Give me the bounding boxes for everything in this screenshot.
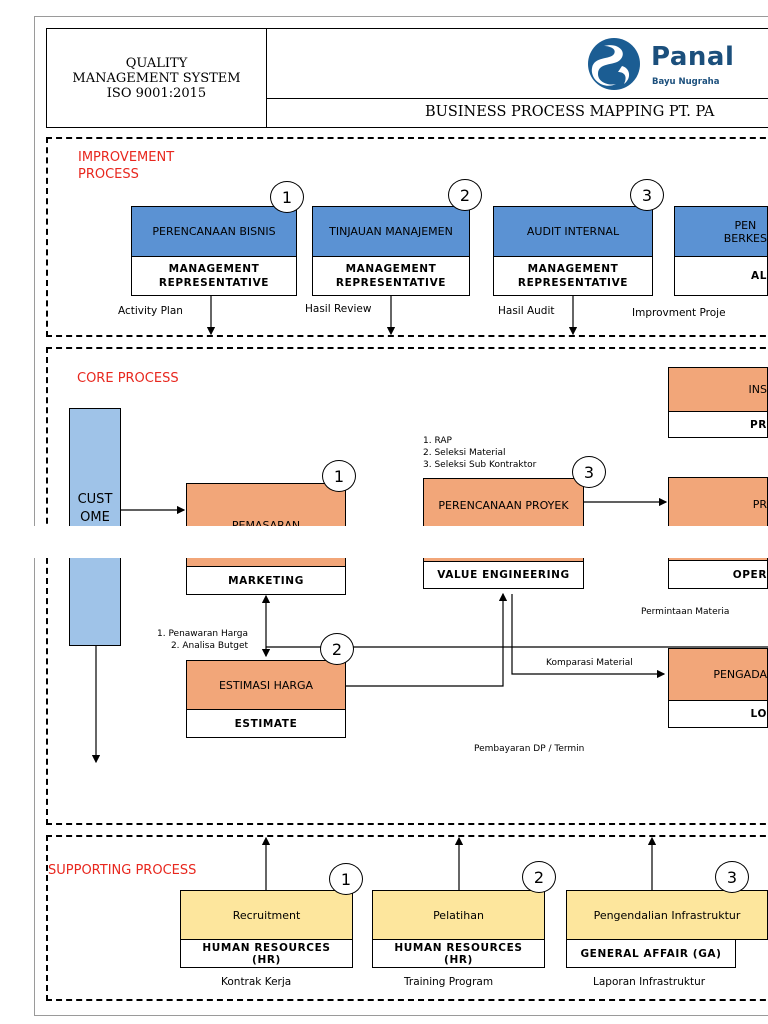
core-label: CORE PROCESS [77,371,179,386]
komparasi-note: Komparasi Material [546,658,633,668]
improvement-process-box: PEN BERKES [674,206,768,257]
core-owner-box: OPER [668,561,768,589]
core-process-box: PENGADA [668,648,768,701]
page-title: BUSINESS PROCESS MAPPING PT. PA [425,104,715,120]
core-owner-box: VALUE ENGINEERING [423,562,584,589]
improvement-owner-box: MANAGEMENT REPRESENTATIVE [131,257,297,296]
improvement-output: Improvment Proje [632,307,726,319]
core-owner-box: ESTIMATE [186,710,346,738]
improvement-owner-box: MANAGEMENT REPRESENTATIVE [312,257,470,296]
qms-label: QUALITY MANAGEMENT SYSTEM ISO 9001:2015 [46,28,267,128]
support-process-box: Pelatihan [372,890,545,940]
step-number-badge: 2 [320,633,354,665]
support-output: Training Program [404,976,494,988]
step-number-badge: 1 [270,181,304,213]
core-process-box: INS [668,367,768,412]
permintaan-note: Permintaan Materia [641,607,730,617]
step-number-badge: 3 [630,179,664,211]
improvement-process-box: PERENCANAAN BISNIS [131,206,297,257]
blank-band [0,526,768,558]
core-owner-box: MARKETING [186,567,346,595]
support-owner-box: HUMAN RESOURCES (HR) [372,940,545,968]
penawaran-list: 1. Penawaran Harga 2. Analisa Butget [157,629,249,651]
step-number-badge: 1 [322,460,356,492]
step-number-badge: 2 [522,861,556,893]
header-divider [266,98,768,99]
core-section [46,347,768,825]
support-process-box: Pengendalian Infrastruktur [566,890,768,940]
step-number-badge: 3 [572,456,606,488]
improvement-output: Hasil Review [305,303,372,315]
core-process-box: ESTIMASI HARGA [186,660,346,710]
brand-name: Panal [651,42,735,72]
support-process-box: Recruitment [180,890,353,940]
improvement-output: Hasil Audit [498,305,555,317]
company-logo-icon [588,38,640,90]
improvement-owner-box: MANAGEMENT REPRESENTATIVE [493,257,653,296]
improvement-section [46,137,768,337]
support-output: Laporan Infrastruktur [593,976,706,988]
brand-subtitle: Bayu Nugraha [652,77,720,87]
step-number-badge: 3 [715,861,749,893]
improvement-label: IMPROVEMENT PROCESS [78,150,175,182]
rap-list: 1. RAP 2. Seleksi Material 3. Seleksi Su… [423,436,537,470]
improvement-process-box: TINJAUAN MANAJEMEN [312,206,470,257]
supporting-label: SUPPORTING PROCESS [48,863,197,878]
supporting-section [46,835,768,1001]
step-number-badge: 2 [448,179,482,211]
pembayaran-note: Pembayaran DP / Termin [474,744,585,754]
support-owner-box: HUMAN RESOURCES (HR) [180,940,353,968]
step-number-badge: 1 [329,863,363,895]
core-owner-box: LO [668,701,768,728]
support-owner-box: GENERAL AFFAIR (GA) [566,940,736,968]
support-output: Kontrak Kerja [221,976,292,988]
header-right-panel [266,28,768,128]
page-frame [34,16,768,1016]
core-owner-box: PR [668,412,768,438]
improvement-owner-box: AL [674,257,768,296]
improvement-process-box: AUDIT INTERNAL [493,206,653,257]
improvement-output: Activity Plan [118,305,183,317]
